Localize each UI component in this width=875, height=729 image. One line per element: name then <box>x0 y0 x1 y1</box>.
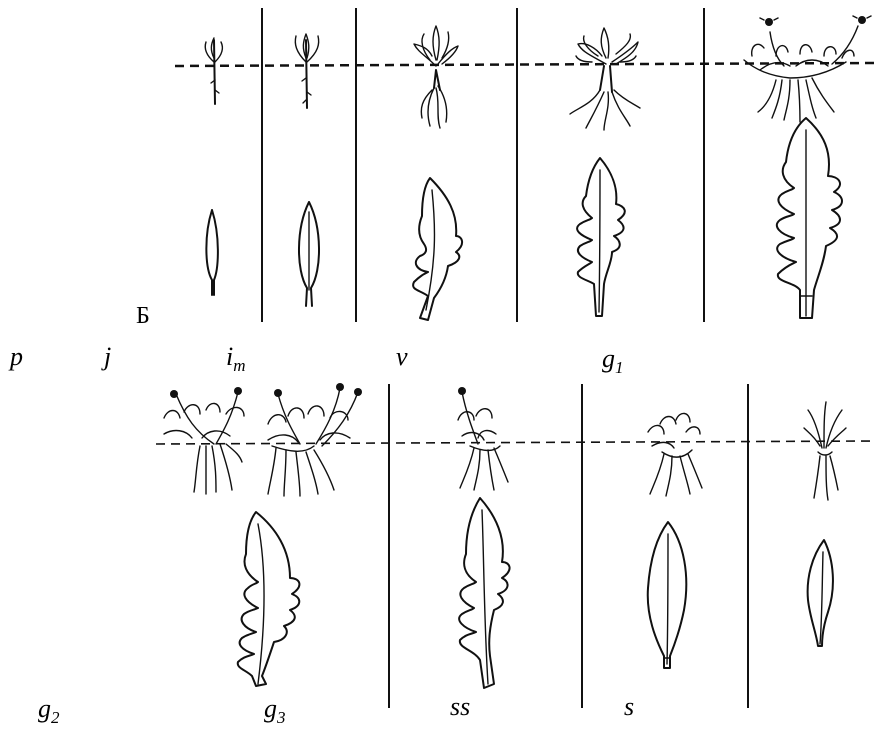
soil-line-bottom <box>156 441 875 444</box>
plant-g2 <box>164 387 244 494</box>
plant-sc <box>804 402 846 500</box>
leaf-sc <box>808 540 833 646</box>
plant-g3 <box>268 383 362 496</box>
leaf-g1 <box>777 118 842 318</box>
leaf-v <box>577 158 625 316</box>
panel-marker: Б <box>136 304 150 328</box>
stage-label-s: s <box>624 694 634 720</box>
stage-label-g2: g2 <box>38 696 60 726</box>
stage-label-p: p <box>10 344 23 370</box>
stage-label-g3: g3 <box>264 696 286 726</box>
leaf-g3 <box>238 512 300 686</box>
leaf-ss <box>459 498 509 688</box>
stage-label-v: v <box>396 344 408 370</box>
plant-im <box>414 26 458 128</box>
stage-label-ss: ss <box>450 694 470 720</box>
seedling-plant-j <box>295 34 318 108</box>
stage-label-im: im <box>226 344 246 374</box>
seedling-plant-p <box>205 38 222 104</box>
leaf-p <box>206 210 218 295</box>
plant-ss <box>458 387 508 490</box>
plant-v <box>570 28 640 130</box>
plant-g1 <box>744 16 871 122</box>
leaf-s <box>648 522 687 668</box>
leaf-im <box>413 178 462 320</box>
stage-label-j: j <box>104 344 111 370</box>
plant-s <box>648 413 702 496</box>
stage-label-g1: g1 <box>602 346 624 376</box>
